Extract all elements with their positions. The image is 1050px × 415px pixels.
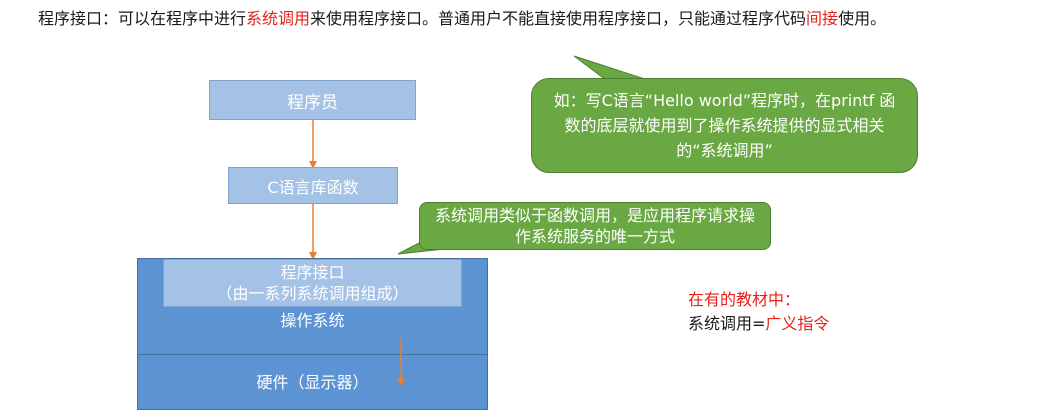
programmer-label: 程序员 bbox=[287, 92, 338, 113]
programmer-box: 程序员 bbox=[209, 80, 416, 120]
textbook-note: 在有的教材中： 系统调用=广义指令 bbox=[688, 288, 829, 336]
textbook-note-equation: 系统调用=广义指令 bbox=[688, 312, 829, 336]
intro-highlight-indirect: 间接 bbox=[806, 9, 839, 28]
c-library-label: C语言库函数 bbox=[267, 177, 359, 197]
c-library-box: C语言库函数 bbox=[228, 167, 398, 204]
callout-system-call-text: 系统调用类似于函数调用，是应用程序请求操作系统服务的唯一方式 bbox=[434, 206, 755, 246]
callout-hello-world-text: 如：写C语言“Hello world”程序时，在printf 函数的底层就使用到… bbox=[553, 91, 896, 160]
textbook-note-highlight: 广义指令 bbox=[765, 314, 830, 333]
os-hardware-divider bbox=[138, 354, 487, 355]
os-stack: 程序接口 （由一系列系统调用组成） 操作系统 硬件（显示器） bbox=[137, 258, 488, 410]
program-interface-label: 程序接口 bbox=[280, 263, 345, 282]
intro-text-3: 使用。 bbox=[838, 9, 887, 28]
textbook-note-heading: 在有的教材中： bbox=[688, 290, 801, 309]
hardware-label: 硬件（显示器） bbox=[256, 373, 369, 392]
operating-system-label: 操作系统 bbox=[280, 311, 345, 330]
callout-hello-world: 如：写C语言“Hello world”程序时，在printf 函数的底层就使用到… bbox=[531, 78, 918, 173]
callout-system-call: 系统调用类似于函数调用，是应用程序请求操作系统服务的唯一方式 bbox=[419, 202, 771, 250]
intro-text-2: 来使用程序接口。普通用户不能直接使用程序接口，只能通过程序代码 bbox=[310, 9, 807, 28]
intro-paragraph: 程序接口：可以在程序中进行系统调用来使用程序接口。普通用户不能直接使用程序接口，… bbox=[38, 6, 968, 31]
textbook-note-prefix: 系统调用= bbox=[688, 314, 766, 333]
intro-text-1: 程序接口：可以在程序中进行 bbox=[38, 9, 247, 28]
program-interface-box: 程序接口 （由一系列系统调用组成） bbox=[163, 259, 462, 307]
program-interface-sublabel: （由一系列系统调用组成） bbox=[216, 284, 409, 303]
intro-highlight-system-call: 系统调用 bbox=[246, 9, 311, 28]
